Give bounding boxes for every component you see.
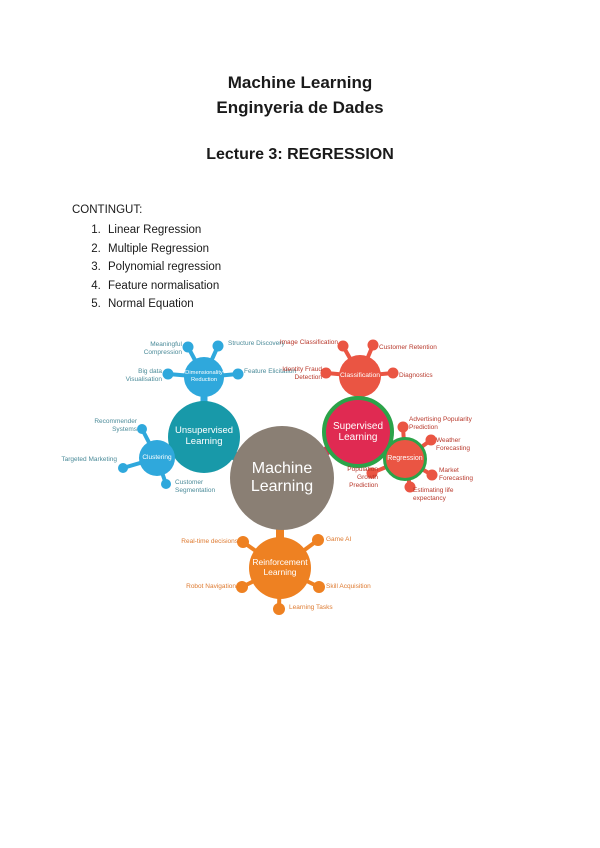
node-regression: Regression bbox=[383, 437, 427, 481]
label-identity-fraud-detection: Identity Fraud Detection bbox=[282, 366, 322, 382]
label-advertising-popularity-prediction: Advertising Popularity Prediction bbox=[409, 416, 472, 432]
contents-item: Feature normalisation bbox=[104, 280, 392, 292]
satellite-dot bbox=[232, 368, 244, 380]
contents-heading: CONTINGUT: bbox=[72, 204, 143, 216]
node-classification: Classification bbox=[339, 355, 381, 397]
label-population-growth-prediction: Population Growth Prediction bbox=[347, 466, 378, 490]
label-weather-forecasting: Weather Forecasting bbox=[436, 437, 470, 453]
satellite-dot bbox=[137, 424, 147, 434]
label-robot-navigation: Robot Navigation bbox=[186, 583, 236, 590]
satellite-dot bbox=[313, 581, 325, 593]
satellite-dot bbox=[162, 368, 174, 380]
satellite-dot bbox=[182, 341, 194, 353]
node-machine-learning: Machine Learning bbox=[230, 426, 334, 530]
satellite-dot bbox=[404, 481, 416, 493]
node-reinforcement-learning: Reinforcement Learning bbox=[249, 537, 311, 599]
satellite-dot bbox=[397, 421, 409, 433]
label-game-ai: Game AI bbox=[326, 536, 352, 543]
lecture-title: Lecture 3: REGRESSION bbox=[206, 146, 394, 163]
contents-section: CONTINGUT: Linear Regression Multiple Re… bbox=[72, 204, 392, 317]
label-meaningful-compression: Meaningful Compression bbox=[143, 341, 182, 357]
contents-item: Polynomial regression bbox=[104, 261, 392, 273]
satellite-dot bbox=[161, 479, 171, 489]
contents-list: Linear Regression Multiple Regression Po… bbox=[72, 224, 392, 310]
satellite-dot bbox=[312, 534, 324, 546]
label-market-forecasting: Market Forecasting bbox=[439, 467, 473, 483]
label-recommender-systems: Recommender Systems bbox=[94, 418, 137, 434]
label-skill-acquisition: Skill Acquisition bbox=[326, 583, 371, 590]
node-clustering: Clustering bbox=[139, 440, 175, 476]
satellite-dot bbox=[337, 340, 349, 352]
satellite-dot bbox=[320, 367, 332, 379]
label-diagnostics: Diagnostics bbox=[399, 372, 433, 379]
node-dimensionality-reduction: Dimensionality Reduction bbox=[184, 357, 224, 397]
doc-title: Machine Learning Enginyeria de Dades bbox=[0, 70, 600, 120]
contents-item: Linear Regression bbox=[104, 224, 392, 236]
node-unsupervised-learning: Unsupervised Learning bbox=[168, 401, 240, 473]
satellite-dot bbox=[237, 536, 249, 548]
satellite-dot bbox=[367, 339, 379, 351]
satellite-dot bbox=[236, 581, 248, 593]
satellite-dot bbox=[426, 469, 438, 481]
label-real-time-decisions: Real-time decisions bbox=[181, 538, 238, 545]
label-feature-elicitation: Feature Elicitation bbox=[244, 368, 297, 375]
satellite-dot bbox=[118, 463, 128, 473]
node-supervised-learning: Supervised Learning bbox=[322, 396, 394, 468]
label-structure-discovery: Structure Discovery bbox=[228, 340, 285, 347]
label-targeted-marketing: Targeted Marketing bbox=[61, 456, 117, 463]
label-learning-tasks: Learning Tasks bbox=[289, 604, 333, 611]
contents-item: Normal Equation bbox=[104, 298, 392, 310]
label-customer-retention: Customer Retention bbox=[379, 344, 437, 351]
label-big-data-visualisation: Big data Visualisation bbox=[125, 368, 162, 384]
satellite-dot bbox=[273, 603, 285, 615]
ml-types-diagram: Dimensionality Reduction Unsupervised Le… bbox=[0, 330, 600, 640]
doc-title-line2: Enginyeria de Dades bbox=[216, 98, 384, 117]
contents-item: Multiple Regression bbox=[104, 243, 392, 255]
label-customer-segmentation: Customer Segmentation bbox=[175, 479, 216, 495]
satellite-dot bbox=[366, 467, 378, 479]
satellite-dot bbox=[387, 367, 399, 379]
satellite-dot bbox=[212, 340, 224, 352]
label-image-classification: Image Classification bbox=[279, 339, 338, 346]
label-estimating-life-expectancy: Estimating life expectancy bbox=[413, 487, 454, 503]
doc-title-line1: Machine Learning bbox=[227, 73, 373, 92]
satellite-dot bbox=[425, 434, 437, 446]
